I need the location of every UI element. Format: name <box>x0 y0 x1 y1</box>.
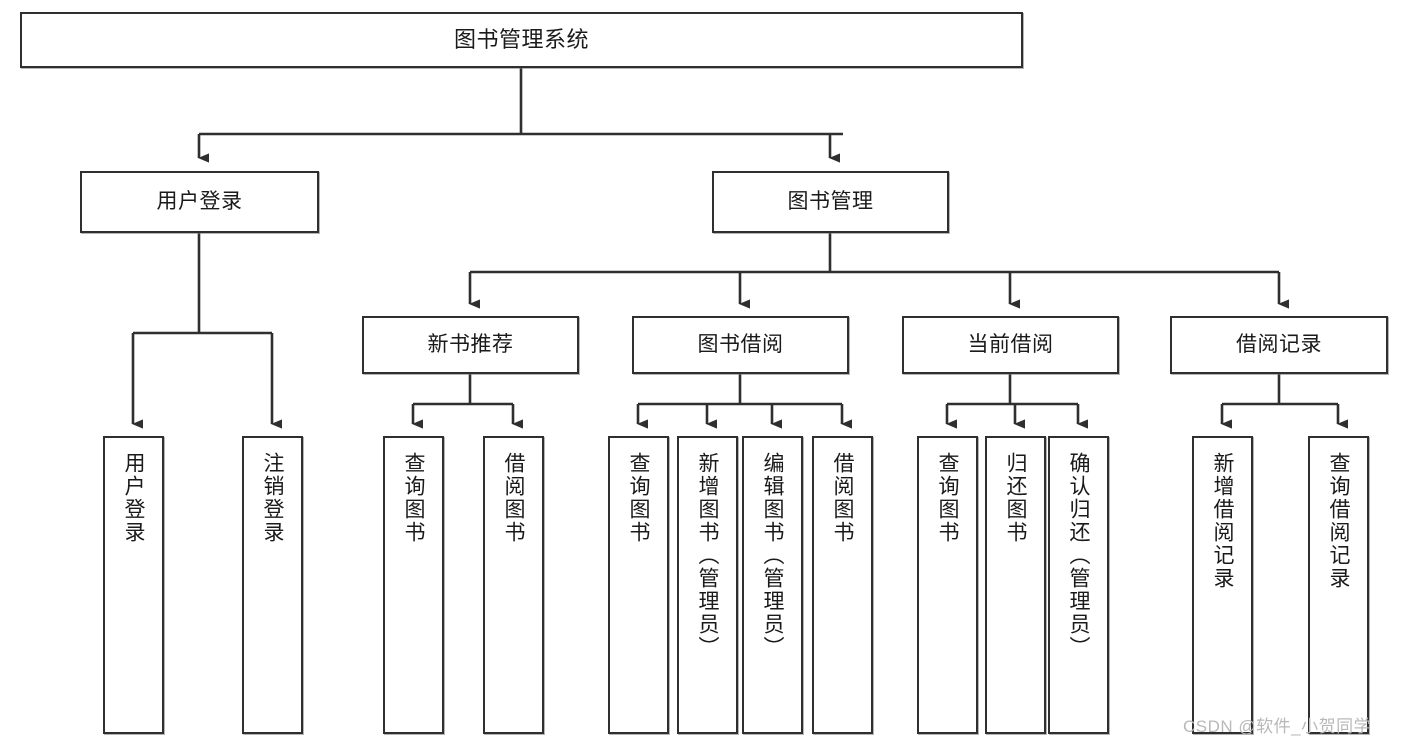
leaf-edit-book-admin[interactable]: 编辑图书（管理员） <box>742 436 803 734</box>
node-label: 图书借阅 <box>697 333 784 357</box>
leaf-add-borrow-record[interactable]: 新增借阅记录 <box>1192 436 1253 734</box>
leaf-add-book-admin[interactable]: 新增图书（管理员） <box>677 436 738 734</box>
node-label: 新增图书（管理员） <box>696 452 719 659</box>
node-label: 查询借阅记录 <box>1327 452 1350 590</box>
node-new-book-recommend[interactable]: 新书推荐 <box>362 316 579 374</box>
node-label: 图书管理 <box>787 190 874 214</box>
node-book-borrow[interactable]: 图书借阅 <box>632 316 849 374</box>
node-label: 图书管理系统 <box>453 26 589 52</box>
node-label: 注销登录 <box>261 452 284 544</box>
node-label: 借阅图书 <box>831 452 854 544</box>
node-current-borrow[interactable]: 当前借阅 <box>902 316 1119 374</box>
leaf-query-book-recommend[interactable]: 查询图书 <box>383 436 444 734</box>
node-borrow-record[interactable]: 借阅记录 <box>1170 316 1388 374</box>
node-label: 用户登录 <box>156 190 243 214</box>
node-book-management[interactable]: 图书管理 <box>712 171 949 233</box>
leaf-return-book[interactable]: 归还图书 <box>985 436 1046 734</box>
node-label: 用户登录 <box>122 452 145 544</box>
node-label: 借阅记录 <box>1236 333 1322 357</box>
leaf-query-book-borrow[interactable]: 查询图书 <box>608 436 669 734</box>
leaf-logout-login[interactable]: 注销登录 <box>242 436 303 734</box>
node-label: 新增借阅记录 <box>1211 452 1234 590</box>
node-label: 新书推荐 <box>427 333 514 357</box>
node-user-login[interactable]: 用户登录 <box>80 171 319 233</box>
node-label: 编辑图书（管理员） <box>761 452 784 659</box>
node-label: 确认归还（管理员） <box>1067 452 1090 659</box>
leaf-query-borrow-record[interactable]: 查询借阅记录 <box>1308 436 1369 734</box>
watermark: CSDN @软件_小贺同学 <box>1183 717 1372 736</box>
node-label: 查询图书 <box>402 452 425 544</box>
leaf-confirm-return-admin[interactable]: 确认归还（管理员） <box>1048 436 1109 734</box>
node-label: 借阅图书 <box>502 452 525 544</box>
node-root-book-management-system[interactable]: 图书管理系统 <box>20 12 1023 68</box>
leaf-borrow-book-recommend[interactable]: 借阅图书 <box>483 436 544 734</box>
node-label: 查询图书 <box>936 452 959 544</box>
leaf-query-book-current[interactable]: 查询图书 <box>917 436 978 734</box>
leaf-user-login[interactable]: 用户登录 <box>103 436 164 734</box>
node-label: 当前借阅 <box>967 333 1054 357</box>
node-label: 查询图书 <box>627 452 650 544</box>
leaf-borrow-book[interactable]: 借阅图书 <box>812 436 873 734</box>
node-label: 归还图书 <box>1004 452 1027 544</box>
